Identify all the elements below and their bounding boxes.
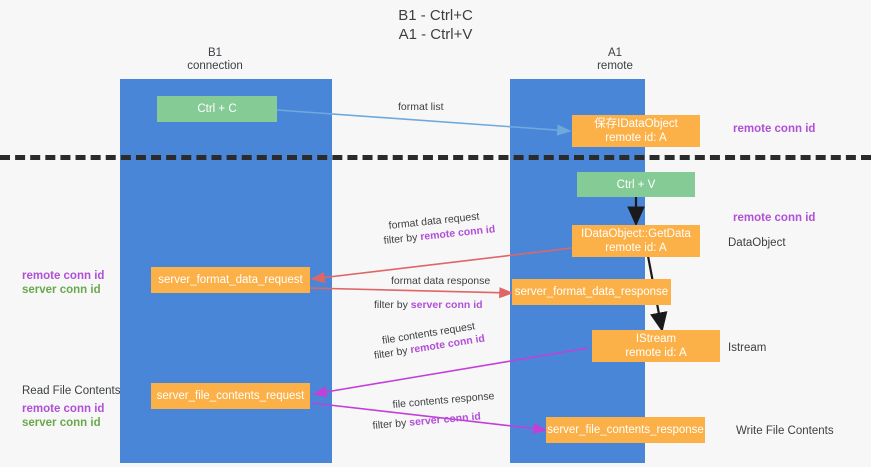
flow-label-format-data-response-filter: filter by server conn id — [374, 298, 483, 313]
box-ctrl-c[interactable]: Ctrl + C — [157, 96, 277, 122]
note-left-server-conn-id-2: server conn id — [22, 417, 101, 429]
note-remote-conn-id-mid: remote conn id — [733, 212, 816, 224]
box-istream[interactable]: IStream remote id: A — [592, 330, 720, 362]
note-istream: Istream — [728, 342, 767, 354]
filter-prefix: filter by — [374, 299, 411, 311]
box-server-file-contents-request[interactable]: server_file_contents_request — [151, 383, 310, 409]
flow-label-format-list: format list — [398, 101, 444, 113]
box-server-format-data-request[interactable]: server_format_data_request — [151, 267, 310, 293]
box-save-idataobject[interactable]: 保存IDataObject remote id: A — [572, 115, 700, 147]
arrow-file-contents-request — [312, 347, 589, 398]
note-remote-conn-id-top: remote conn id — [733, 123, 816, 135]
arrow-file-contents-response — [311, 402, 548, 435]
note-write-file-contents: Write File Contents — [736, 425, 834, 437]
box-ctrl-v[interactable]: Ctrl + V — [577, 172, 695, 197]
column-header-b1: B1 connection — [187, 47, 243, 72]
note-left-remote-conn-id-2: remote conn id — [22, 403, 105, 415]
note-read-file-contents: Read File Contents — [22, 385, 121, 397]
note-dataobject: DataObject — [728, 237, 786, 249]
filter-prefix: filter by — [383, 231, 421, 247]
note-left-server-conn-id: server conn id — [22, 284, 101, 296]
arrow-format-data-response — [307, 287, 514, 299]
flow-label-format-data-response: format data response — [391, 274, 490, 289]
arrow-format-data-request — [310, 247, 573, 284]
phase-divider — [0, 155, 871, 160]
box-idataobject-getdata[interactable]: IDataObject::GetData remote id: A — [572, 225, 700, 257]
box-server-file-contents-response[interactable]: server_file_contents_response — [546, 417, 705, 443]
filter-key-server-conn-id: server conn id — [410, 299, 483, 311]
filter-prefix: filter by — [372, 416, 410, 432]
page-title: B1 - Ctrl+C A1 - Ctrl+V — [398, 7, 473, 43]
note-left-remote-conn-id: remote conn id — [22, 270, 105, 282]
flow-text-format-data-response: format data response — [391, 275, 491, 287]
arrow-format-list — [276, 109, 572, 136]
column-header-a1: A1 remote — [597, 47, 633, 72]
box-server-format-data-response[interactable]: server_format_data_response — [512, 279, 671, 305]
